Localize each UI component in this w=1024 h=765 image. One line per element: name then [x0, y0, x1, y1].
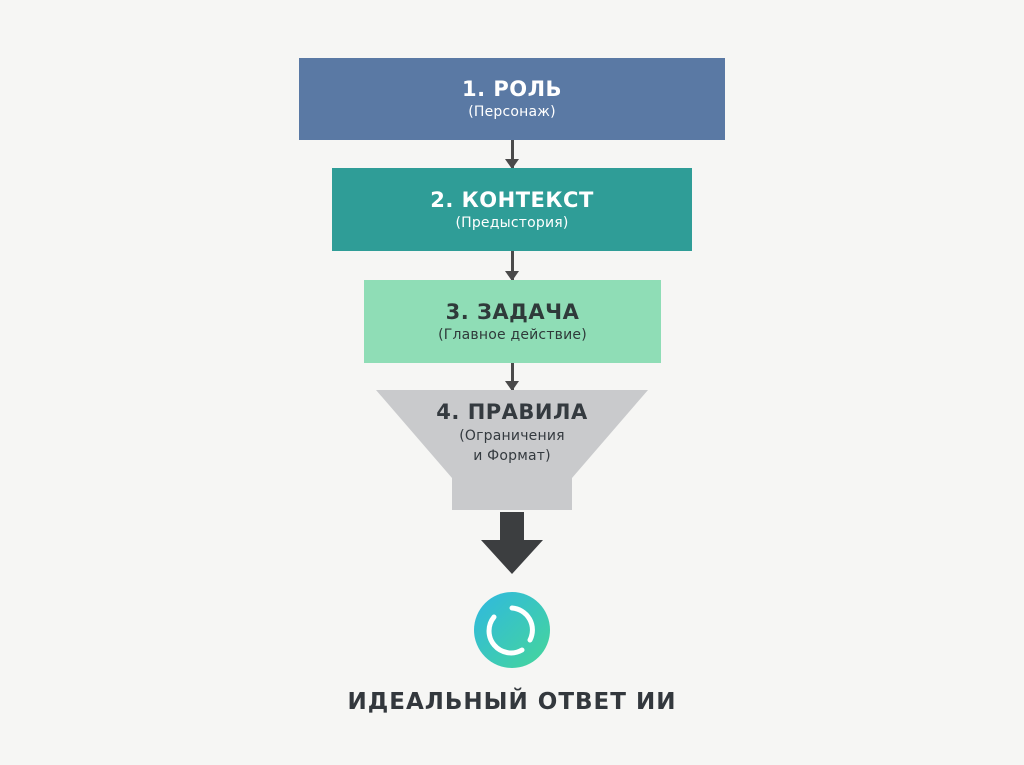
- step-rules-subtitle-line2: и Формат): [473, 448, 551, 464]
- step-role-box: 1. РОЛЬ (Персонаж): [299, 58, 725, 140]
- step-context-subtitle: (Предыстория): [455, 214, 569, 231]
- big-arrow-down-icon: [481, 512, 543, 574]
- step-task-box: 3. ЗАДАЧА (Главное действие): [364, 280, 661, 363]
- step-task-title: 3. ЗАДАЧА: [445, 299, 580, 324]
- step-task-subtitle: (Главное действие): [438, 326, 587, 343]
- step-role-title: 1. РОЛЬ: [461, 77, 563, 101]
- arrow-down-icon: [505, 363, 519, 391]
- arrow-down-icon: [505, 251, 519, 281]
- step-context-box: 2. КОНТЕКСТ (Предыстория): [332, 168, 692, 251]
- step-role-subtitle: (Персонаж): [468, 104, 556, 120]
- step-rules-box: 4. ПРАВИЛА (Ограничения и Формат): [376, 398, 648, 466]
- step-rules-subtitle-line1: (Ограничения: [459, 428, 565, 444]
- result-label: ИДЕАЛЬНЫЙ ОТВЕТ ИИ: [347, 689, 677, 715]
- arrow-down-icon: [505, 140, 519, 169]
- ai-ring-icon: [474, 592, 550, 668]
- step-context-title: 2. КОНТЕКСТ: [430, 187, 594, 212]
- step-rules-title: 4. ПРАВИЛА: [436, 400, 588, 424]
- rules-funnel-shape: [376, 390, 648, 510]
